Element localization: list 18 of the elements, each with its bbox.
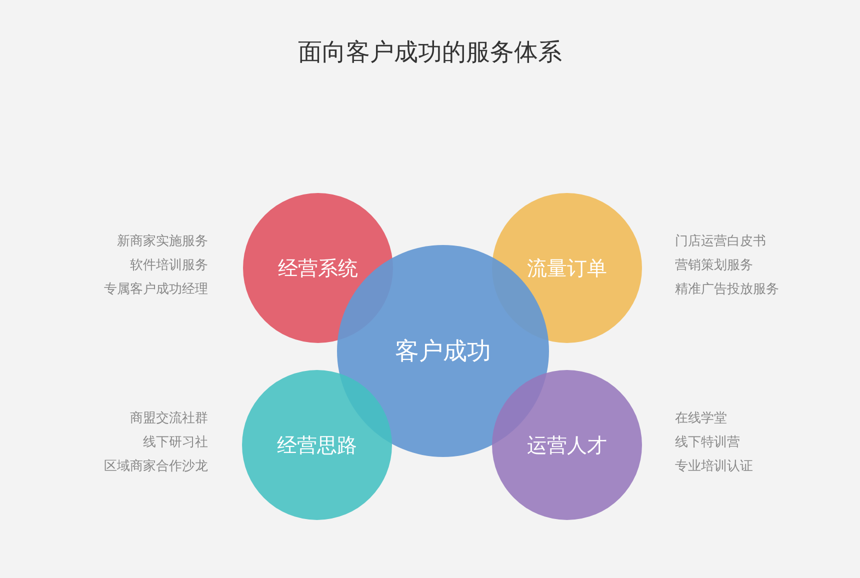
service-item: 商盟交流社群 [129,410,208,428]
service-item: 区域商家合作沙龙 [104,458,208,476]
service-item: 线下特训营 [675,434,741,452]
service-item: 软件培训服务 [129,257,208,275]
circle-label: 经营思路 [277,432,357,458]
title: 面向客户成功的服务体系 [297,37,563,68]
service-item: 精准广告投放服务 [675,281,779,299]
service-item: 门店运营白皮书 [675,233,767,251]
circle-label: 流量订单 [527,254,607,282]
service-item: 新商家实施服务 [116,233,208,251]
service-item: 在线学堂 [675,410,728,428]
service-item: 专业培训认证 [675,458,753,476]
service-item: 专属客户成功经理 [104,281,208,299]
circle-label: 经营系统 [278,254,358,282]
service-item: 线下研习社 [142,434,208,452]
circle-label: 运营人才 [527,432,607,458]
service-item: 营销策划服务 [675,257,754,275]
circle-label: 客户成功 [395,336,491,367]
